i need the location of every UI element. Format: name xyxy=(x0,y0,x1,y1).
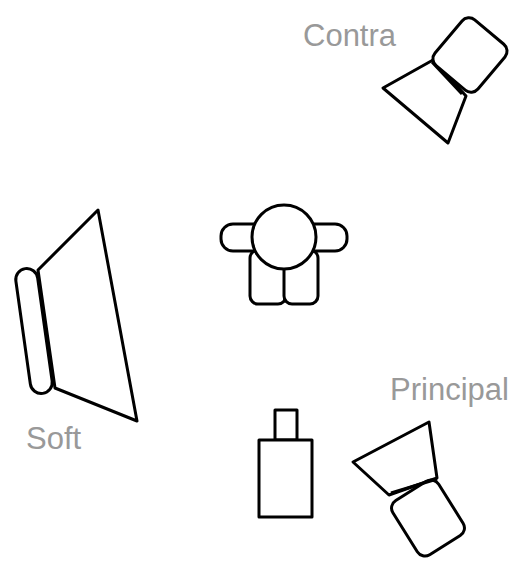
light-label: Principal xyxy=(390,374,509,405)
subject-figure xyxy=(221,205,347,304)
light-label: Soft xyxy=(26,423,81,454)
key-light xyxy=(353,422,468,559)
back-light xyxy=(383,14,511,143)
softbox xyxy=(14,210,137,421)
camera xyxy=(259,410,312,517)
light-label: Contra xyxy=(303,20,396,51)
